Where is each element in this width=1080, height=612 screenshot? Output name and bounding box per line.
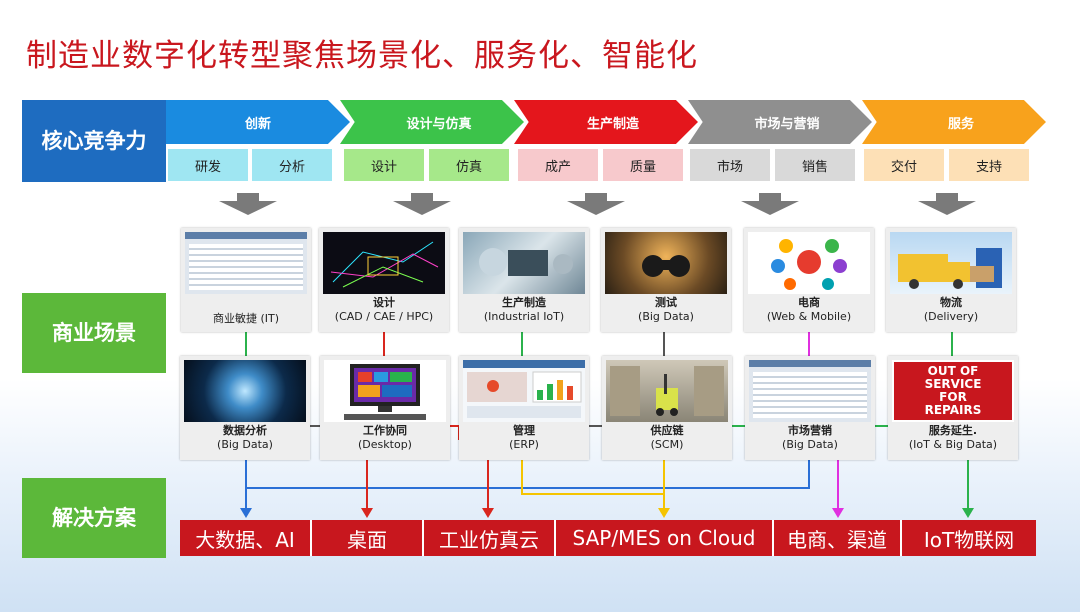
desktop-pc-image (324, 360, 446, 422)
scene-caption: 数据分析(Big Data) (180, 424, 310, 452)
scene-title: 管理 (513, 424, 535, 437)
scene-card-data-analysis: 数据分析(Big Data) (180, 356, 310, 460)
scene-title: 服务延生. (928, 424, 978, 437)
solution-industrial-sim-cloud: 工业仿真云 (424, 520, 556, 556)
scene-caption: 服务延生.(IoT & Big Data) (888, 424, 1018, 452)
scene-caption: 市场营销(Big Data) (745, 424, 875, 452)
scene-subtitle: (Delivery) (923, 310, 979, 323)
warehouse-image (606, 360, 728, 422)
solution-desktop: 桌面 (312, 520, 424, 556)
row-label-solution: 解决方案 (22, 478, 166, 558)
sign-line: OUT OF (927, 364, 979, 378)
sign-line: FOR (939, 390, 967, 404)
scene-card-ecommerce: 电商(Web & Mobile) (744, 228, 874, 332)
sub-quality: 质量 (603, 149, 683, 181)
sign-line: REPAIRS (924, 403, 982, 417)
scene-title: 测试 (655, 296, 677, 309)
sub-delivery: 交付 (864, 149, 944, 181)
scene-caption: 设计(CAD / CAE / HPC) (319, 296, 449, 324)
scene-title: 供应链 (650, 424, 684, 437)
sign-line: SERVICE (924, 377, 982, 391)
scene-card-service-extension: OUT OF SERVICE FOR REPAIRS 服务延生.(IoT & B… (888, 356, 1018, 460)
scene-subtitle: (SCM) (650, 438, 684, 451)
down-arrow-icon (741, 193, 799, 215)
sub-market: 市场 (690, 149, 770, 181)
delivery-image (890, 232, 1012, 294)
scene-card-business-agility: 商业敏捷 (IT) (181, 228, 311, 332)
scene-card-production: 生产制造(Industrial IoT) (459, 228, 589, 332)
scene-title: 设计 (373, 296, 395, 309)
solution-ecommerce-channel: 电商、渠道 (774, 520, 902, 556)
solution-bigdata-ai: 大数据、AI (180, 520, 312, 556)
ecommerce-icons-image (748, 232, 870, 294)
sub-production: 成产 (518, 149, 598, 181)
sub-simulation: 仿真 (429, 149, 509, 181)
scene-caption: 测试(Big Data) (601, 296, 731, 324)
scene-card-logistics: 物流(Delivery) (886, 228, 1016, 332)
erp-dashboard-image (463, 360, 585, 422)
scene-card-marketing: 市场营销(Big Data) (745, 356, 875, 460)
scene-title: 工作协同 (363, 424, 407, 437)
screenshot-image (185, 232, 307, 294)
scene-title: 商业敏捷 (IT) (212, 312, 280, 325)
solution-iot: IoT物联网 (902, 520, 1036, 556)
industrial-iot-image (463, 232, 585, 294)
cad-wireframe-image (323, 232, 445, 294)
scene-caption: 工作协同(Desktop) (320, 424, 450, 452)
page-title: 制造业数字化转型聚焦场景化、服务化、智能化 (26, 38, 698, 74)
scene-subtitle: (Desktop) (358, 438, 412, 451)
scene-title: 物流 (940, 296, 962, 309)
scene-caption: 生产制造(Industrial IoT) (459, 296, 589, 324)
stage-marketing: 市场与营销 (688, 100, 872, 144)
screenshot-image (749, 360, 871, 422)
solution-sap-mes-cloud: SAP/MES on Cloud (556, 520, 774, 556)
sub-rd: 研发 (168, 149, 248, 181)
down-arrow-icon (567, 193, 625, 215)
scene-subtitle: (Big Data) (782, 438, 838, 451)
stage-manufacturing: 生产制造 (514, 100, 698, 144)
down-arrow-icon (918, 193, 976, 215)
down-arrow-icon (219, 193, 277, 215)
sub-analysis: 分析 (252, 149, 332, 181)
scene-title: 生产制造 (502, 296, 546, 309)
binoculars-image (605, 232, 727, 294)
stage-service: 服务 (862, 100, 1046, 144)
row-label-scenario: 商业场景 (22, 293, 166, 373)
scene-title: 电商 (798, 296, 820, 309)
scene-title: 数据分析 (223, 424, 267, 437)
scene-subtitle: (Big Data) (638, 310, 694, 323)
scene-subtitle: (Big Data) (217, 438, 273, 451)
sub-sales: 销售 (775, 149, 855, 181)
scene-card-collaboration: 工作协同(Desktop) (320, 356, 450, 460)
scene-subtitle: (ERP) (509, 438, 539, 451)
scene-subtitle: (CAD / CAE / HPC) (334, 310, 434, 323)
sub-design: 设计 (344, 149, 424, 181)
stage-design-simulation: 设计与仿真 (340, 100, 524, 144)
scene-card-supply-chain: 供应链(SCM) (602, 356, 732, 460)
scene-caption: 物流(Delivery) (886, 296, 1016, 324)
scene-caption: 电商(Web & Mobile) (744, 296, 874, 324)
sub-support: 支持 (949, 149, 1029, 181)
scene-card-testing: 测试(Big Data) (601, 228, 731, 332)
out-of-service-sign: OUT OF SERVICE FOR REPAIRS (892, 360, 1014, 422)
scene-card-design: 设计(CAD / CAE / HPC) (319, 228, 449, 332)
scene-caption: 管理(ERP) (459, 424, 589, 452)
data-tunnel-image (184, 360, 306, 422)
scene-subtitle: (Web & Mobile) (766, 310, 852, 323)
scene-card-management: 管理(ERP) (459, 356, 589, 460)
scene-subtitle: (IoT & Big Data) (908, 438, 998, 451)
down-arrow-icon (393, 193, 451, 215)
scene-subtitle: (Industrial IoT) (483, 310, 565, 323)
scene-title: 市场营销 (788, 424, 832, 437)
scene-caption: 供应链(SCM) (602, 424, 732, 452)
row-label-core: 核心竞争力 (22, 100, 166, 182)
stage-innovation: 创新 (166, 100, 350, 144)
